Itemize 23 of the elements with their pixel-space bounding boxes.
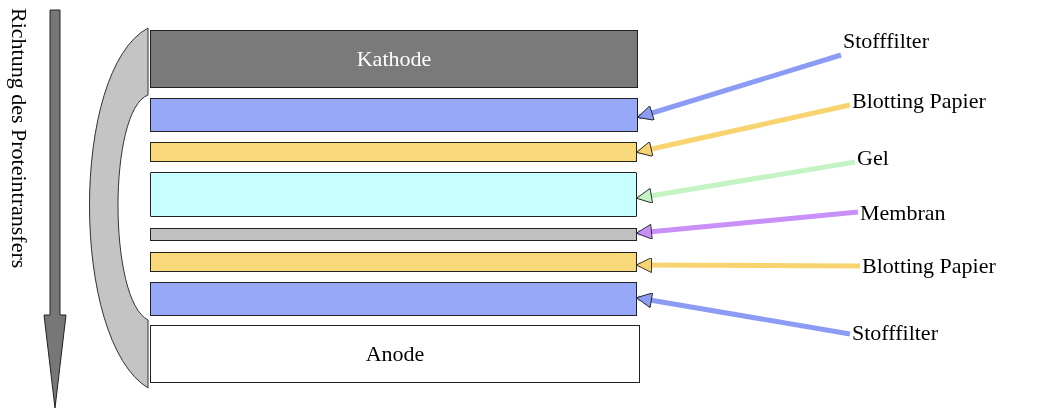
- layer-label: Gel: [857, 145, 889, 171]
- electrode-label: Anode: [365, 341, 425, 367]
- electrode-box: [150, 325, 640, 383]
- arrow: [636, 257, 860, 273]
- layer-box: [150, 172, 637, 217]
- layer-label: Membran: [860, 200, 946, 226]
- electrode-label: Kathode: [356, 46, 432, 72]
- layer-bar: [150, 98, 638, 132]
- electrode-box: [150, 30, 638, 88]
- layer-bar: [150, 228, 637, 241]
- layer-bar: [150, 252, 637, 272]
- layer-bar: [150, 282, 637, 316]
- axis-label: Richtung des Proteintransfers: [6, 8, 32, 269]
- arrow: [636, 292, 851, 337]
- layer-bar: [150, 142, 637, 162]
- layer-label: Blotting Papier: [852, 88, 986, 114]
- layer-label: Blotting Papier: [862, 253, 996, 279]
- arrow: [637, 52, 842, 121]
- layer-label: Stofffilter: [843, 28, 929, 54]
- arrow: [636, 159, 856, 204]
- layer-label: Stofffilter: [852, 320, 938, 346]
- arrow: [636, 102, 851, 157]
- arrow: [636, 209, 859, 240]
